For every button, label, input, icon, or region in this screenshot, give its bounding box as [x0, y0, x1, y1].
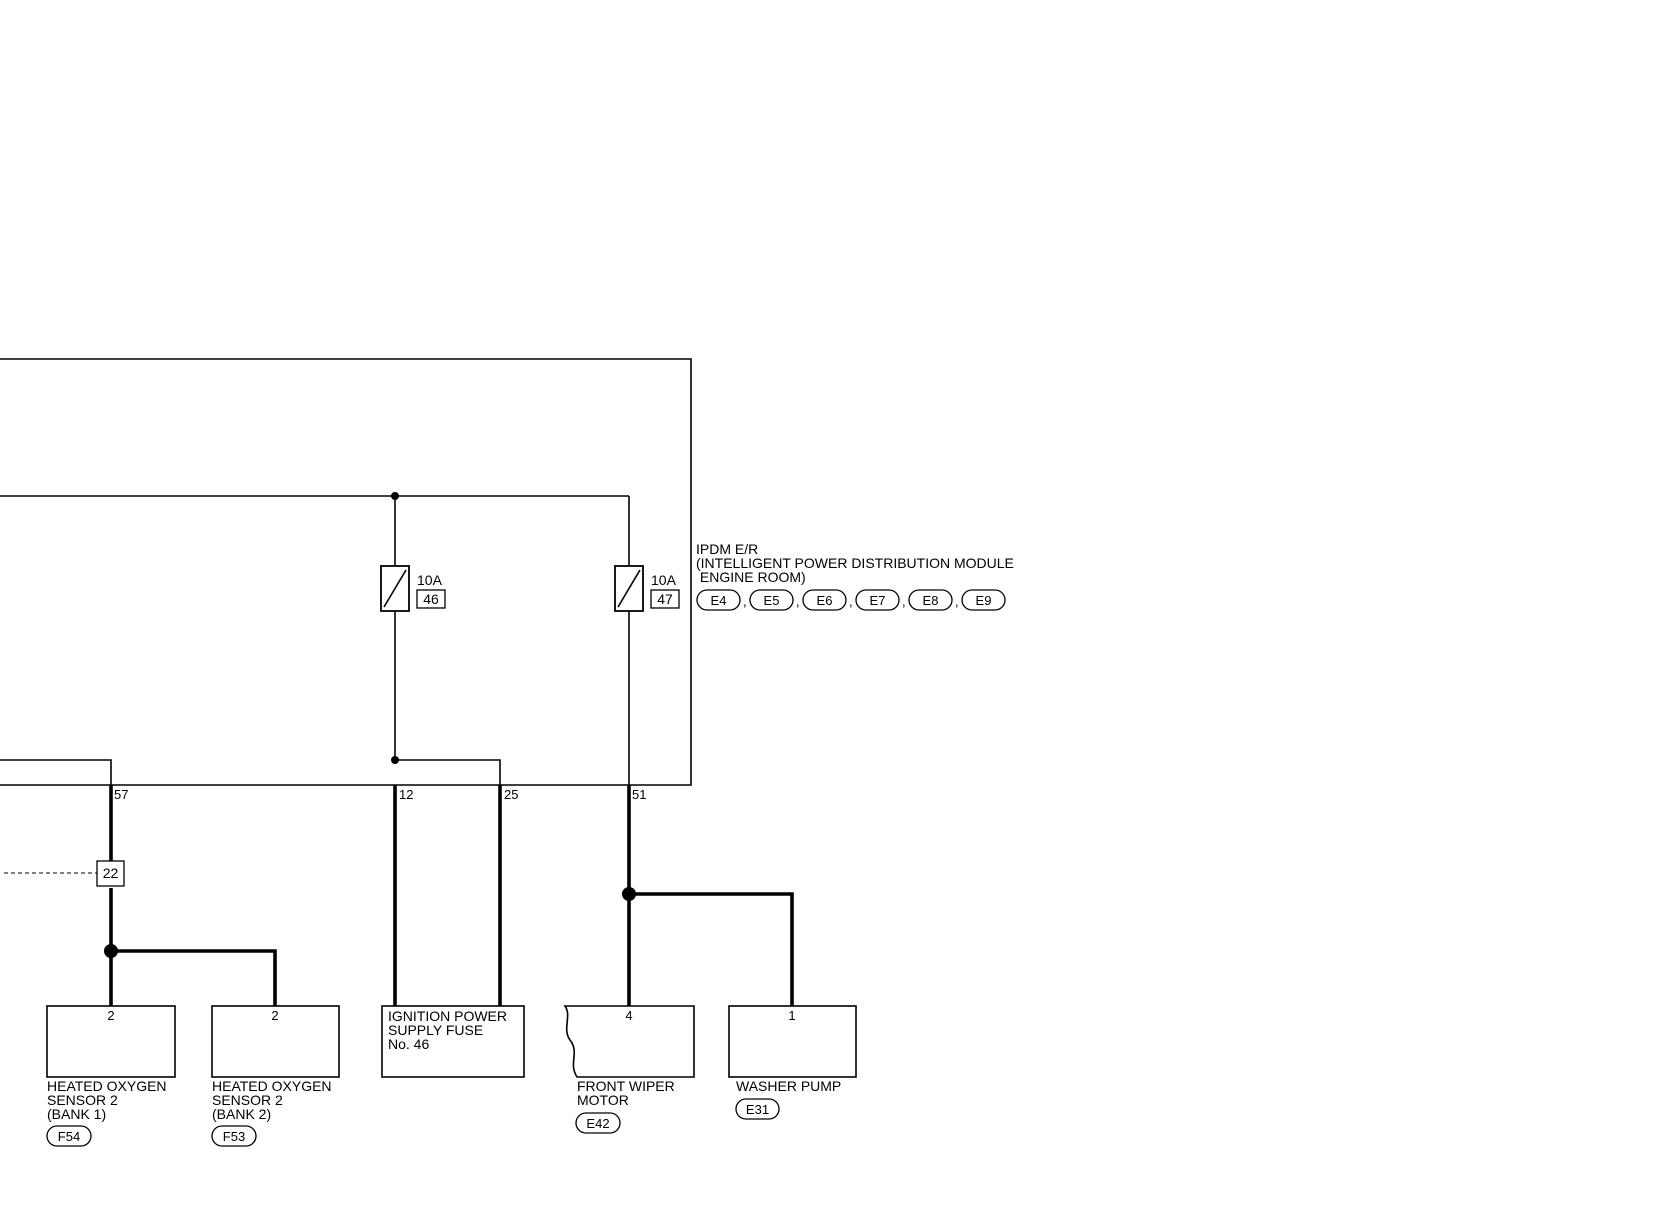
- hos2-bank1-name-1: HEATED OXYGEN: [47, 1078, 167, 1094]
- connector-separator-comma: ,: [743, 594, 747, 609]
- hos2-bank2-pin: 2: [271, 1008, 278, 1023]
- fuse-46: 10A 46: [380, 565, 446, 612]
- ipdm-subtitle-2: ENGINE ROOM): [696, 569, 806, 585]
- hos2-bank1-name-2: SENSOR 2: [47, 1092, 118, 1108]
- hos2-bank2-connector: F53: [223, 1129, 245, 1144]
- fuse-47-rating: 10A: [651, 572, 677, 588]
- ignition-fuse-name-3: No. 46: [388, 1036, 429, 1052]
- ignition-fuse-name-2: SUPPLY FUSE: [388, 1022, 483, 1038]
- ipdm-connector-label: E5: [764, 593, 780, 608]
- ipdm-connector-oval: [802, 589, 847, 611]
- washer-pump-connector: E31: [746, 1102, 769, 1117]
- fuse-46-number: 46: [423, 591, 439, 607]
- terminal-51: 51: [632, 787, 646, 802]
- bus-splice-dot: [391, 492, 399, 500]
- connector-separator-comma: ,: [796, 594, 800, 609]
- joint-connector-22: 22: [96, 860, 125, 887]
- ipdm-connector-oval: [749, 589, 794, 611]
- washer-pump-component: 1 WASHER PUMP E31: [728, 1005, 857, 1120]
- washer-pump-pin: 1: [788, 1008, 795, 1023]
- ipdm-module-box: [0, 358, 692, 786]
- ipdm-connector-oval: [908, 589, 953, 611]
- wiper-motor-name-1: FRONT WIPER: [577, 1078, 675, 1094]
- fuse-47-number: 47: [657, 591, 673, 607]
- ignition-fuse-component: IGNITION POWER SUPPLY FUSE No. 46: [381, 1005, 525, 1078]
- hos2-bank2-component: 2 HEATED OXYGEN SENSOR 2 (BANK 2) F53: [211, 1005, 340, 1147]
- hos2-bank2-name-3: (BANK 2): [212, 1106, 271, 1122]
- connector-separator-comma: ,: [955, 594, 959, 609]
- harness-wires: [109, 785, 794, 1008]
- washer-pump-name: WASHER PUMP: [736, 1078, 841, 1094]
- ipdm-connector-oval: [696, 589, 741, 611]
- ipdm-subtitle-1: (INTELLIGENT POWER DISTRIBUTION MODULE: [696, 555, 1014, 571]
- ipdm-label: IPDM E/R (INTELLIGENT POWER DISTRIBUTION…: [696, 541, 1014, 585]
- wiper-motor-component: 4 FRONT WIPER MOTOR E42: [563, 1005, 695, 1134]
- hos2-bank2-name-1: HEATED OXYGEN: [212, 1078, 332, 1094]
- wiper-motor-connector: E42: [586, 1116, 609, 1131]
- ipdm-connector-oval: [961, 589, 1006, 611]
- hos2-bank1-connector: F54: [58, 1129, 80, 1144]
- ipdm-connector-label: E9: [976, 593, 992, 608]
- terminal-12: 12: [399, 787, 413, 802]
- ipdm-title: IPDM E/R: [696, 541, 758, 557]
- fuse-47: 10A 47: [614, 565, 680, 612]
- ipdm-connector-label: E7: [870, 593, 886, 608]
- wiper-motor-name-2: MOTOR: [577, 1092, 629, 1108]
- hos2-bank1-pin: 2: [107, 1008, 114, 1023]
- ipdm-connector-label: E4: [711, 593, 727, 608]
- ipdm-connector-list: E4, E5, E6, E7, E8, E9: [696, 589, 1006, 611]
- hos2-bank1-name-3: (BANK 1): [47, 1106, 106, 1122]
- ipdm-connector-label: E8: [923, 593, 939, 608]
- hos2-bank1-component: 2 HEATED OXYGEN SENSOR 2 (BANK 1) F54: [46, 1005, 176, 1147]
- fuse46-splice-dot: [391, 756, 399, 764]
- ignition-fuse-name-1: IGNITION POWER: [388, 1008, 507, 1024]
- internal-wiring: [0, 495, 630, 785]
- fuse-46-rating: 10A: [417, 572, 443, 588]
- terminal-25: 25: [504, 787, 518, 802]
- ipdm-connector-label: E6: [817, 593, 833, 608]
- hos2-bank2-name-2: SENSOR 2: [212, 1092, 283, 1108]
- hos2-splice-dot: [104, 944, 118, 958]
- terminal-57: 57: [114, 787, 128, 802]
- ipdm-connector-oval: [855, 589, 900, 611]
- connector-separator-comma: ,: [902, 594, 906, 609]
- wiper-motor-pin: 4: [625, 1008, 632, 1023]
- joint-connector-label: 22: [103, 865, 119, 881]
- wiper-splice-dot: [622, 887, 636, 901]
- connector-separator-comma: ,: [849, 594, 853, 609]
